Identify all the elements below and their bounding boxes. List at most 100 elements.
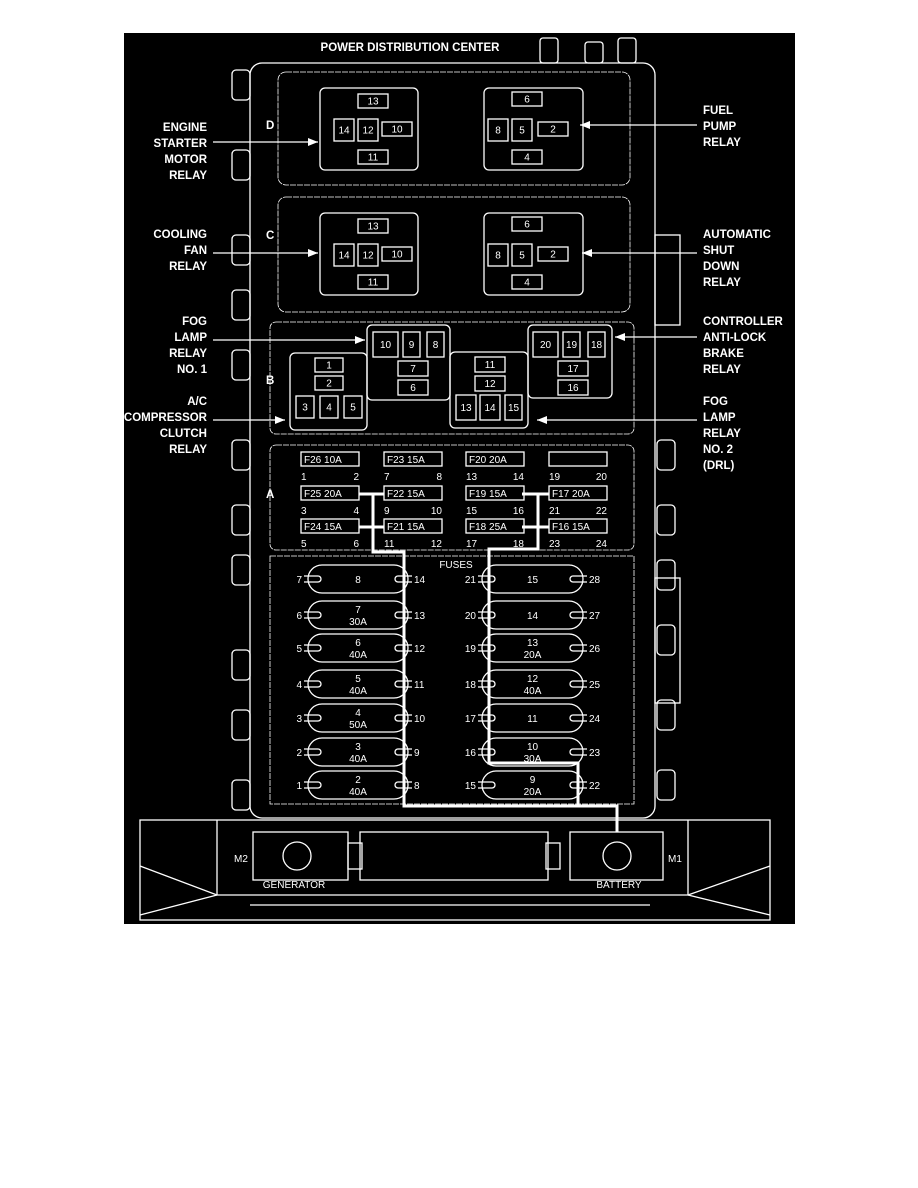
relay-pin bbox=[537, 121, 569, 137]
relay-pin bbox=[511, 149, 543, 165]
arrowhead-icon bbox=[580, 121, 590, 129]
relay-pin-number: 4 bbox=[524, 153, 530, 164]
relay-pin-number: 6 bbox=[410, 383, 416, 394]
maxi-fuse-pin: 22 bbox=[589, 781, 601, 792]
relay-pin-number: 5 bbox=[519, 126, 525, 137]
housing-clip bbox=[656, 439, 676, 471]
maxi-fuse bbox=[307, 770, 409, 800]
mini-fuse-pin: 11 bbox=[384, 539, 395, 550]
maxi-fuse-rating: 30A bbox=[524, 754, 542, 765]
mini-fuse-pin: 17 bbox=[466, 539, 478, 550]
relay-pin-number: 13 bbox=[460, 403, 472, 414]
relay-pin-number: 15 bbox=[508, 403, 520, 414]
maxi-fuse-pin: 23 bbox=[589, 748, 601, 759]
mini-fuse-pin: 8 bbox=[436, 472, 442, 483]
relay-pin bbox=[319, 395, 339, 419]
section-a-frame bbox=[269, 444, 635, 551]
maxi-fuse-rating: 20A bbox=[524, 787, 542, 798]
callout-right-line: FOG bbox=[703, 396, 728, 408]
maxi-fuse-number: 9 bbox=[530, 775, 536, 786]
mini-fuse-pin: 5 bbox=[301, 539, 307, 550]
relay-pin bbox=[474, 356, 506, 373]
callout-left-line: CLUTCH bbox=[160, 428, 207, 440]
fuses-label: FUSES bbox=[439, 560, 473, 571]
section-label-c: C bbox=[266, 230, 274, 242]
callout-left-line: RELAY bbox=[169, 261, 207, 273]
relay-pin bbox=[557, 379, 589, 396]
relay-pin bbox=[511, 118, 533, 142]
relay-d-right bbox=[483, 87, 584, 171]
maxi-fuse-rating: 40A bbox=[349, 650, 367, 661]
fuse-blade-icon bbox=[569, 781, 587, 789]
relay-pin-number: 14 bbox=[484, 403, 496, 414]
mini-fuse-label: F16 15A bbox=[552, 522, 590, 533]
maxi-fuse-number: 3 bbox=[355, 742, 361, 753]
relay-pin bbox=[314, 375, 344, 391]
mini-fuse-pin: 6 bbox=[353, 539, 359, 550]
relay-pin bbox=[357, 218, 389, 234]
relay-pin-number: 7 bbox=[410, 364, 416, 375]
fuse-blade-icon bbox=[478, 575, 496, 583]
maxi-fuse-rating: 20A bbox=[524, 650, 542, 661]
mini-fuse-pin: 9 bbox=[384, 506, 390, 517]
fuse-blade-icon bbox=[304, 575, 322, 583]
mini-fuse-pin: 24 bbox=[596, 539, 608, 550]
fuse-blade-icon bbox=[394, 714, 412, 722]
mini-fuse-pin: 19 bbox=[549, 472, 561, 483]
mini-fuse-label: F22 15A bbox=[387, 489, 425, 500]
mini-fuse-label: F18 25A bbox=[469, 522, 507, 533]
maxi-fuse-pin: 25 bbox=[589, 680, 601, 691]
relay-pin bbox=[479, 394, 501, 421]
callout-right-line: RELAY bbox=[703, 428, 741, 440]
arrowhead-icon bbox=[615, 333, 625, 341]
mini-fuse-pin: 3 bbox=[301, 506, 307, 517]
callout-left-line: MOTOR bbox=[164, 154, 207, 166]
maxi-fuse-pin: 9 bbox=[414, 748, 420, 759]
maxi-fuse-pin: 27 bbox=[589, 611, 601, 622]
relay-pin bbox=[537, 246, 569, 262]
relay-pin bbox=[333, 243, 355, 267]
relay-d-left bbox=[319, 87, 419, 171]
mini-fuse-pin: 23 bbox=[549, 539, 561, 550]
callout-left-line: COOLING bbox=[153, 229, 207, 241]
relay-pin bbox=[333, 118, 355, 142]
maxi-fuse-pin: 13 bbox=[414, 611, 426, 622]
fuse-blade-icon bbox=[569, 680, 587, 688]
fuse-blade-icon bbox=[394, 781, 412, 789]
maxi-fuse bbox=[307, 737, 409, 767]
maxi-fuse bbox=[481, 737, 584, 767]
maxi-fuse-rating: 40A bbox=[524, 686, 542, 697]
relay-pin bbox=[511, 91, 543, 107]
fuse-blade-icon bbox=[304, 611, 322, 619]
callout-right-line: CONTROLLER bbox=[703, 316, 784, 328]
relay-pin-number: 1 bbox=[326, 361, 332, 372]
maxi-fuse-number: 15 bbox=[527, 575, 539, 586]
relay-pin-number: 4 bbox=[524, 278, 530, 289]
callout-right-line: PUMP bbox=[703, 121, 737, 133]
relay-pin-number: 14 bbox=[338, 126, 350, 137]
fuse-blade-icon bbox=[478, 680, 496, 688]
relay-pin bbox=[357, 274, 389, 290]
mini-fuse-pin: 10 bbox=[431, 506, 443, 517]
maxi-fuse bbox=[481, 703, 584, 733]
fuse-blade-icon bbox=[569, 575, 587, 583]
maxi-fuse-rating: 30A bbox=[349, 617, 367, 628]
relay-pin bbox=[426, 331, 445, 358]
section-d-frame bbox=[277, 71, 631, 186]
maxi-fuse-pin: 21 bbox=[465, 575, 477, 586]
mini-fuse bbox=[383, 451, 443, 467]
maxi-fuse bbox=[481, 633, 584, 663]
maxi-fuse-number: 5 bbox=[355, 674, 361, 685]
relay-pin bbox=[532, 331, 559, 358]
fuse-blade-icon bbox=[569, 611, 587, 619]
maxi-fuse bbox=[481, 669, 584, 699]
relay-pin-number: 10 bbox=[380, 340, 392, 351]
relay-pin-number: 18 bbox=[591, 340, 603, 351]
maxi-fuse bbox=[307, 703, 409, 733]
section-label-b: B bbox=[266, 375, 274, 387]
maxi-fuse-pin: 6 bbox=[296, 611, 302, 622]
callout-left-line: A/C bbox=[187, 396, 207, 408]
maxi-fuse-pin: 5 bbox=[296, 644, 302, 655]
maxi-fuse bbox=[307, 600, 409, 630]
fuse-blade-icon bbox=[569, 748, 587, 756]
